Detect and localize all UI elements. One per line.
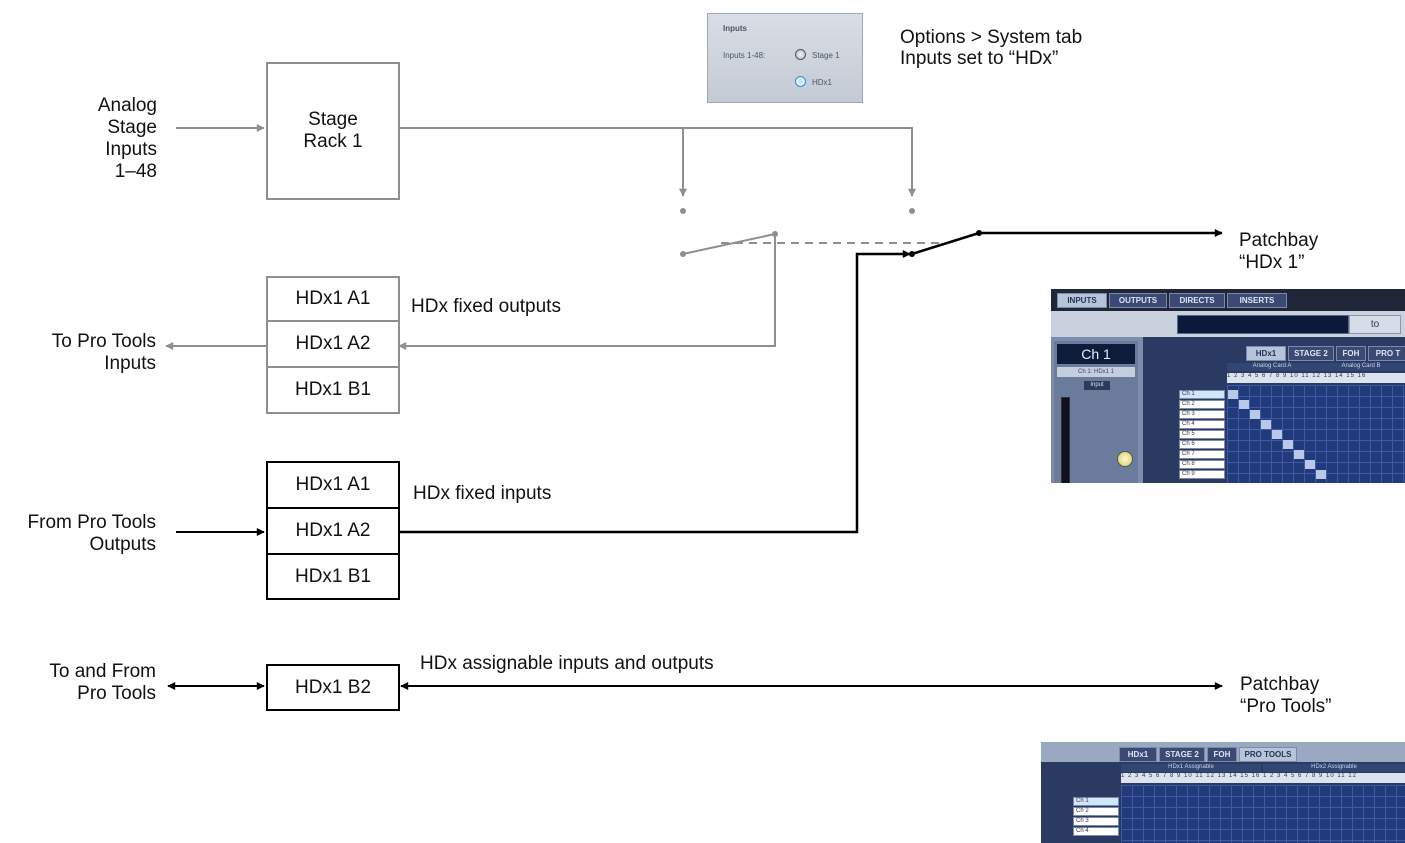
subtab-foh[interactable]: FOH (1336, 346, 1366, 361)
subtab-hdx1[interactable]: HDx1 (1246, 346, 1286, 361)
options-inputs-panel: Inputs Inputs 1-48: Stage 1 HDx1 (707, 13, 863, 103)
hdx1-radio-label: HDx1 (812, 78, 833, 87)
group1-header: HDx1 Assignable (1121, 764, 1261, 772)
assignable-annotation: HDx assignable inputs and outputs (420, 653, 714, 674)
row-label[interactable]: Ch 3 (1073, 817, 1119, 826)
output-cell-a1: HDx1 A1 (266, 276, 400, 322)
subtab-stage2[interactable]: STAGE 2 (1288, 346, 1334, 361)
row-label[interactable]: Ch 5 (1179, 430, 1225, 439)
subtab-protools[interactable]: PRO T (1368, 346, 1405, 361)
row-label[interactable]: Ch 9 (1179, 470, 1225, 479)
to-field[interactable]: to (1349, 315, 1401, 334)
hdx1-b2-box: HDx1 B2 (266, 664, 400, 711)
channel-assignment-select[interactable]: Ch 1: HDx1 1 (1057, 367, 1135, 377)
row-label[interactable]: Ch 1 (1073, 797, 1119, 806)
fixed-inputs-annotation: HDx fixed inputs (413, 483, 552, 504)
to-from-protools-label: To and From Pro Tools (49, 661, 156, 704)
patchbay-protools-label: Patchbay “Pro Tools” (1240, 674, 1332, 717)
row-label[interactable]: Ch 6 (1179, 440, 1225, 449)
stage-rack-box: Stage Rack 1 (266, 62, 400, 200)
input-meter (1061, 397, 1070, 483)
tab2-foh[interactable]: FOH (1207, 747, 1237, 762)
row-label[interactable]: Ch 2 (1179, 400, 1225, 409)
analog-inputs-label: Analog Stage Inputs 1–48 (97, 95, 157, 182)
channel-number-strip-2: 1 2 3 4 5 6 7 8 9 10 11 12 13 14 15 16 1… (1121, 773, 1405, 783)
tab-directs[interactable]: DIRECTS (1169, 293, 1225, 308)
tab-inserts[interactable]: INSERTS (1227, 293, 1287, 308)
name-field[interactable] (1177, 315, 1349, 334)
row-label[interactable]: Ch 2 (1073, 807, 1119, 816)
gain-knob[interactable] (1117, 451, 1133, 467)
hdx-fixed-outputs-stack: HDx1 A1 HDx1 A2 HDx1 B1 (266, 276, 400, 414)
inputs-patchbay-screenshot: INPUTS OUTPUTS DIRECTS INSERTS to Ch 1 C… (1051, 289, 1405, 483)
fixed-outputs-annotation: HDx fixed outputs (411, 296, 561, 317)
input-cell-b1: HDx1 B1 (266, 553, 400, 600)
options-panel-title: Inputs (723, 24, 747, 33)
to-protools-label: To Pro Tools Inputs (51, 331, 156, 374)
input-cell-a2: HDx1 A2 (266, 507, 400, 555)
stage1-radio[interactable] (795, 49, 806, 60)
options-panel-label: Inputs 1-48: (723, 51, 766, 60)
row-label[interactable]: Ch 4 (1179, 420, 1225, 429)
tab-inputs[interactable]: INPUTS (1057, 293, 1107, 308)
fixed-outputs-feed (398, 234, 776, 350)
switch-right-arm (911, 231, 980, 256)
card-a-header: Analog Card A (1227, 363, 1317, 371)
protools-patchbay-screenshot: HDx1 STAGE 2 FOH PRO TOOLS HDx1 Assignab… (1041, 742, 1405, 843)
tab2-hdx1[interactable]: HDx1 (1119, 747, 1157, 762)
tab2-protools[interactable]: PRO TOOLS (1239, 747, 1297, 762)
switch-contact-1 (680, 208, 686, 214)
row-label[interactable]: Ch 8 (1179, 460, 1225, 469)
patchbay-hdx1-label: Patchbay “HDx 1” (1239, 230, 1319, 273)
options-system-note: Options > System tab Inputs set to “HDx” (900, 27, 1083, 69)
row-label[interactable]: Ch 7 (1179, 450, 1225, 459)
tab-outputs[interactable]: OUTPUTS (1109, 293, 1167, 308)
routing-grid-2[interactable] (1121, 785, 1405, 843)
card-b-header: Analog Card B (1317, 363, 1405, 371)
hdx1-radio[interactable] (795, 76, 806, 87)
row-label[interactable]: Ch 1 (1179, 390, 1225, 399)
routing-grid[interactable] (1227, 385, 1405, 483)
stage-rack-bus (399, 127, 916, 197)
input-cell-a1: HDx1 A1 (266, 461, 400, 509)
output-cell-b1: HDx1 B1 (266, 366, 400, 414)
from-protools-label: From Pro Tools Outputs (27, 512, 156, 555)
input-section-label: Input (1084, 381, 1110, 390)
channel-name-display: Ch 1 (1057, 344, 1135, 364)
hdx-fixed-inputs-stack: HDx1 A1 HDx1 A2 HDx1 B1 (266, 461, 400, 600)
stage1-radio-label: Stage 1 (812, 51, 840, 60)
row-label[interactable]: Ch 3 (1179, 410, 1225, 419)
group2-header: HDx2 Assignable (1263, 764, 1405, 772)
switch-contact-2 (909, 208, 915, 214)
channel-number-strip: 1 2 3 4 5 6 7 8 9 10 11 12 13 14 15 16 (1227, 373, 1405, 383)
output-cell-a2: HDx1 A2 (266, 320, 400, 368)
tab2-stage2[interactable]: STAGE 2 (1159, 747, 1205, 762)
fixed-inputs-route (399, 250, 911, 534)
grid-diagonal (1227, 385, 1405, 483)
row-label[interactable]: Ch 4 (1073, 827, 1119, 836)
